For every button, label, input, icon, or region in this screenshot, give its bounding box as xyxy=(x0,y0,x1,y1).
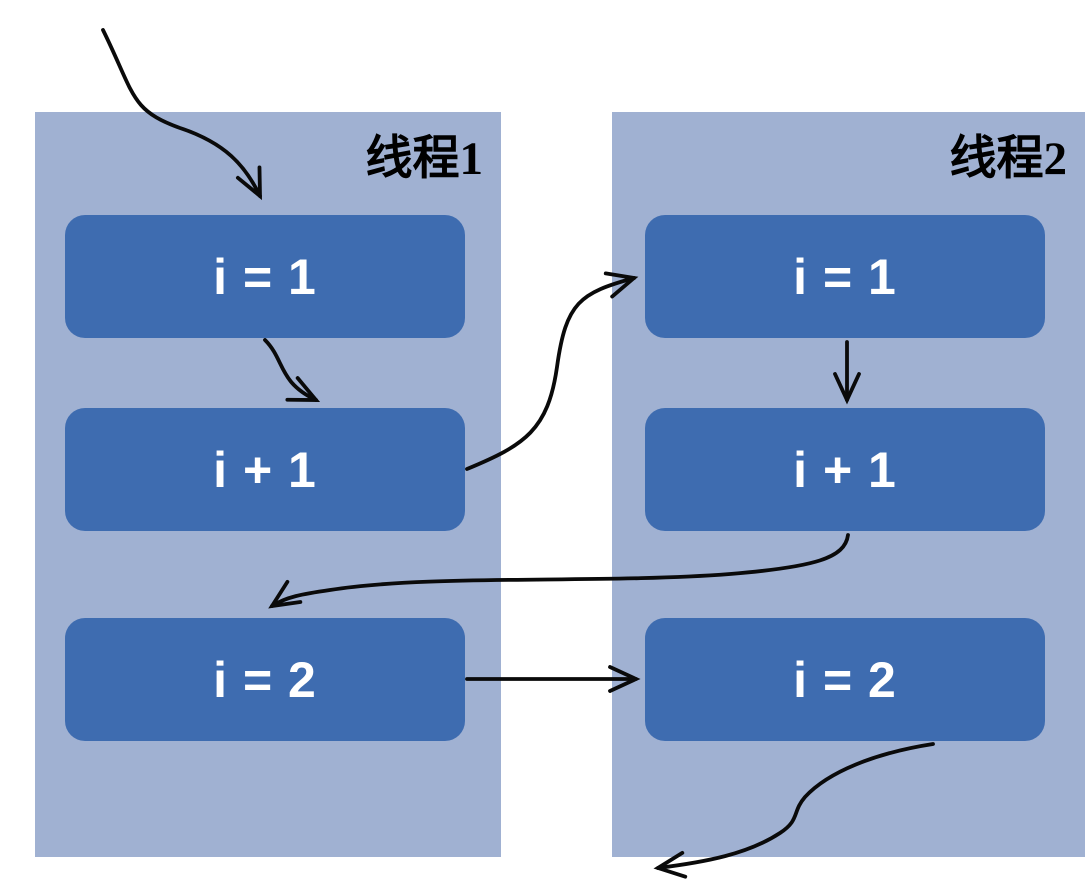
thread-2-title: 线程2 xyxy=(949,133,1068,185)
thread-1-title: 线程1 xyxy=(365,133,484,185)
thread-1-node-set-i-2: i = 2 xyxy=(65,618,465,741)
thread-2-node-set-i-1: i = 1 xyxy=(645,215,1045,338)
thread-2-node-increment: i + 1 xyxy=(645,408,1045,531)
thread-2-panel: 线程2 i = 1 i + 1 i = 2 xyxy=(612,112,1085,857)
thread-2-node-set-i-2: i = 2 xyxy=(645,618,1045,741)
thread-1-panel: 线程1 i = 1 i + 1 i = 2 xyxy=(35,112,501,857)
thread-1-node-increment: i + 1 xyxy=(65,408,465,531)
thread-1-node-set-i-1: i = 1 xyxy=(65,215,465,338)
